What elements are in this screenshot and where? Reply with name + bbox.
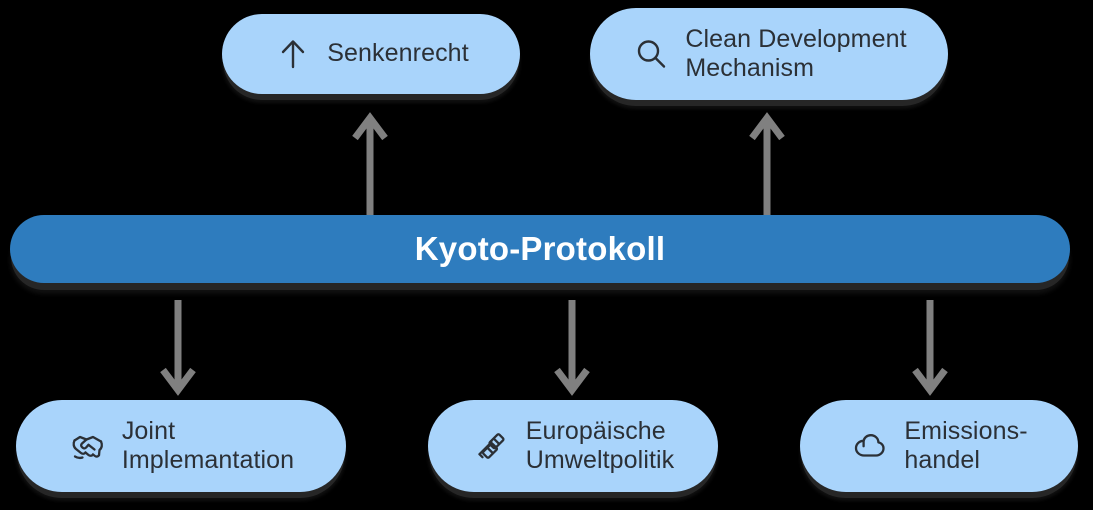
node-emissionshandel[interactable]: Emissions- handel (800, 400, 1078, 492)
node-label: Emissions- handel (904, 416, 1028, 475)
node-label: Joint Implemantation (121, 416, 295, 475)
arrow-up-to-senkenrecht (348, 112, 392, 216)
node-label: Europäische Umweltpolitik (525, 416, 675, 475)
hub-title: Kyoto-Protokoll (414, 230, 666, 267)
node-europaeische-umweltpolitik[interactable]: Europäische Umweltpolitik (428, 400, 718, 492)
node-joint-implemantation[interactable]: Joint Implemantation (16, 400, 346, 492)
search-icon (631, 34, 671, 74)
node-label: Senkenrecht (327, 39, 469, 68)
node-senkenrecht[interactable]: Senkenrecht (222, 14, 520, 94)
handshake-icon (68, 426, 108, 466)
cloud-icon (850, 426, 890, 466)
arrow-up-icon (273, 34, 313, 74)
gavel-icon (472, 426, 512, 466)
arrow-up-to-clean-development-mechanism (745, 112, 789, 216)
node-clean-development-mechanism[interactable]: Clean Development Mechanism (590, 8, 948, 100)
arrow-down-to-emissionshandel (908, 300, 952, 396)
arrow-down-to-europaeische-umweltpolitik (550, 300, 594, 396)
arrow-down-to-joint-implemantation (156, 300, 200, 396)
hub-kyoto-protokoll[interactable]: Kyoto-Protokoll (10, 215, 1070, 283)
node-label: Clean Development Mechanism (685, 24, 907, 83)
